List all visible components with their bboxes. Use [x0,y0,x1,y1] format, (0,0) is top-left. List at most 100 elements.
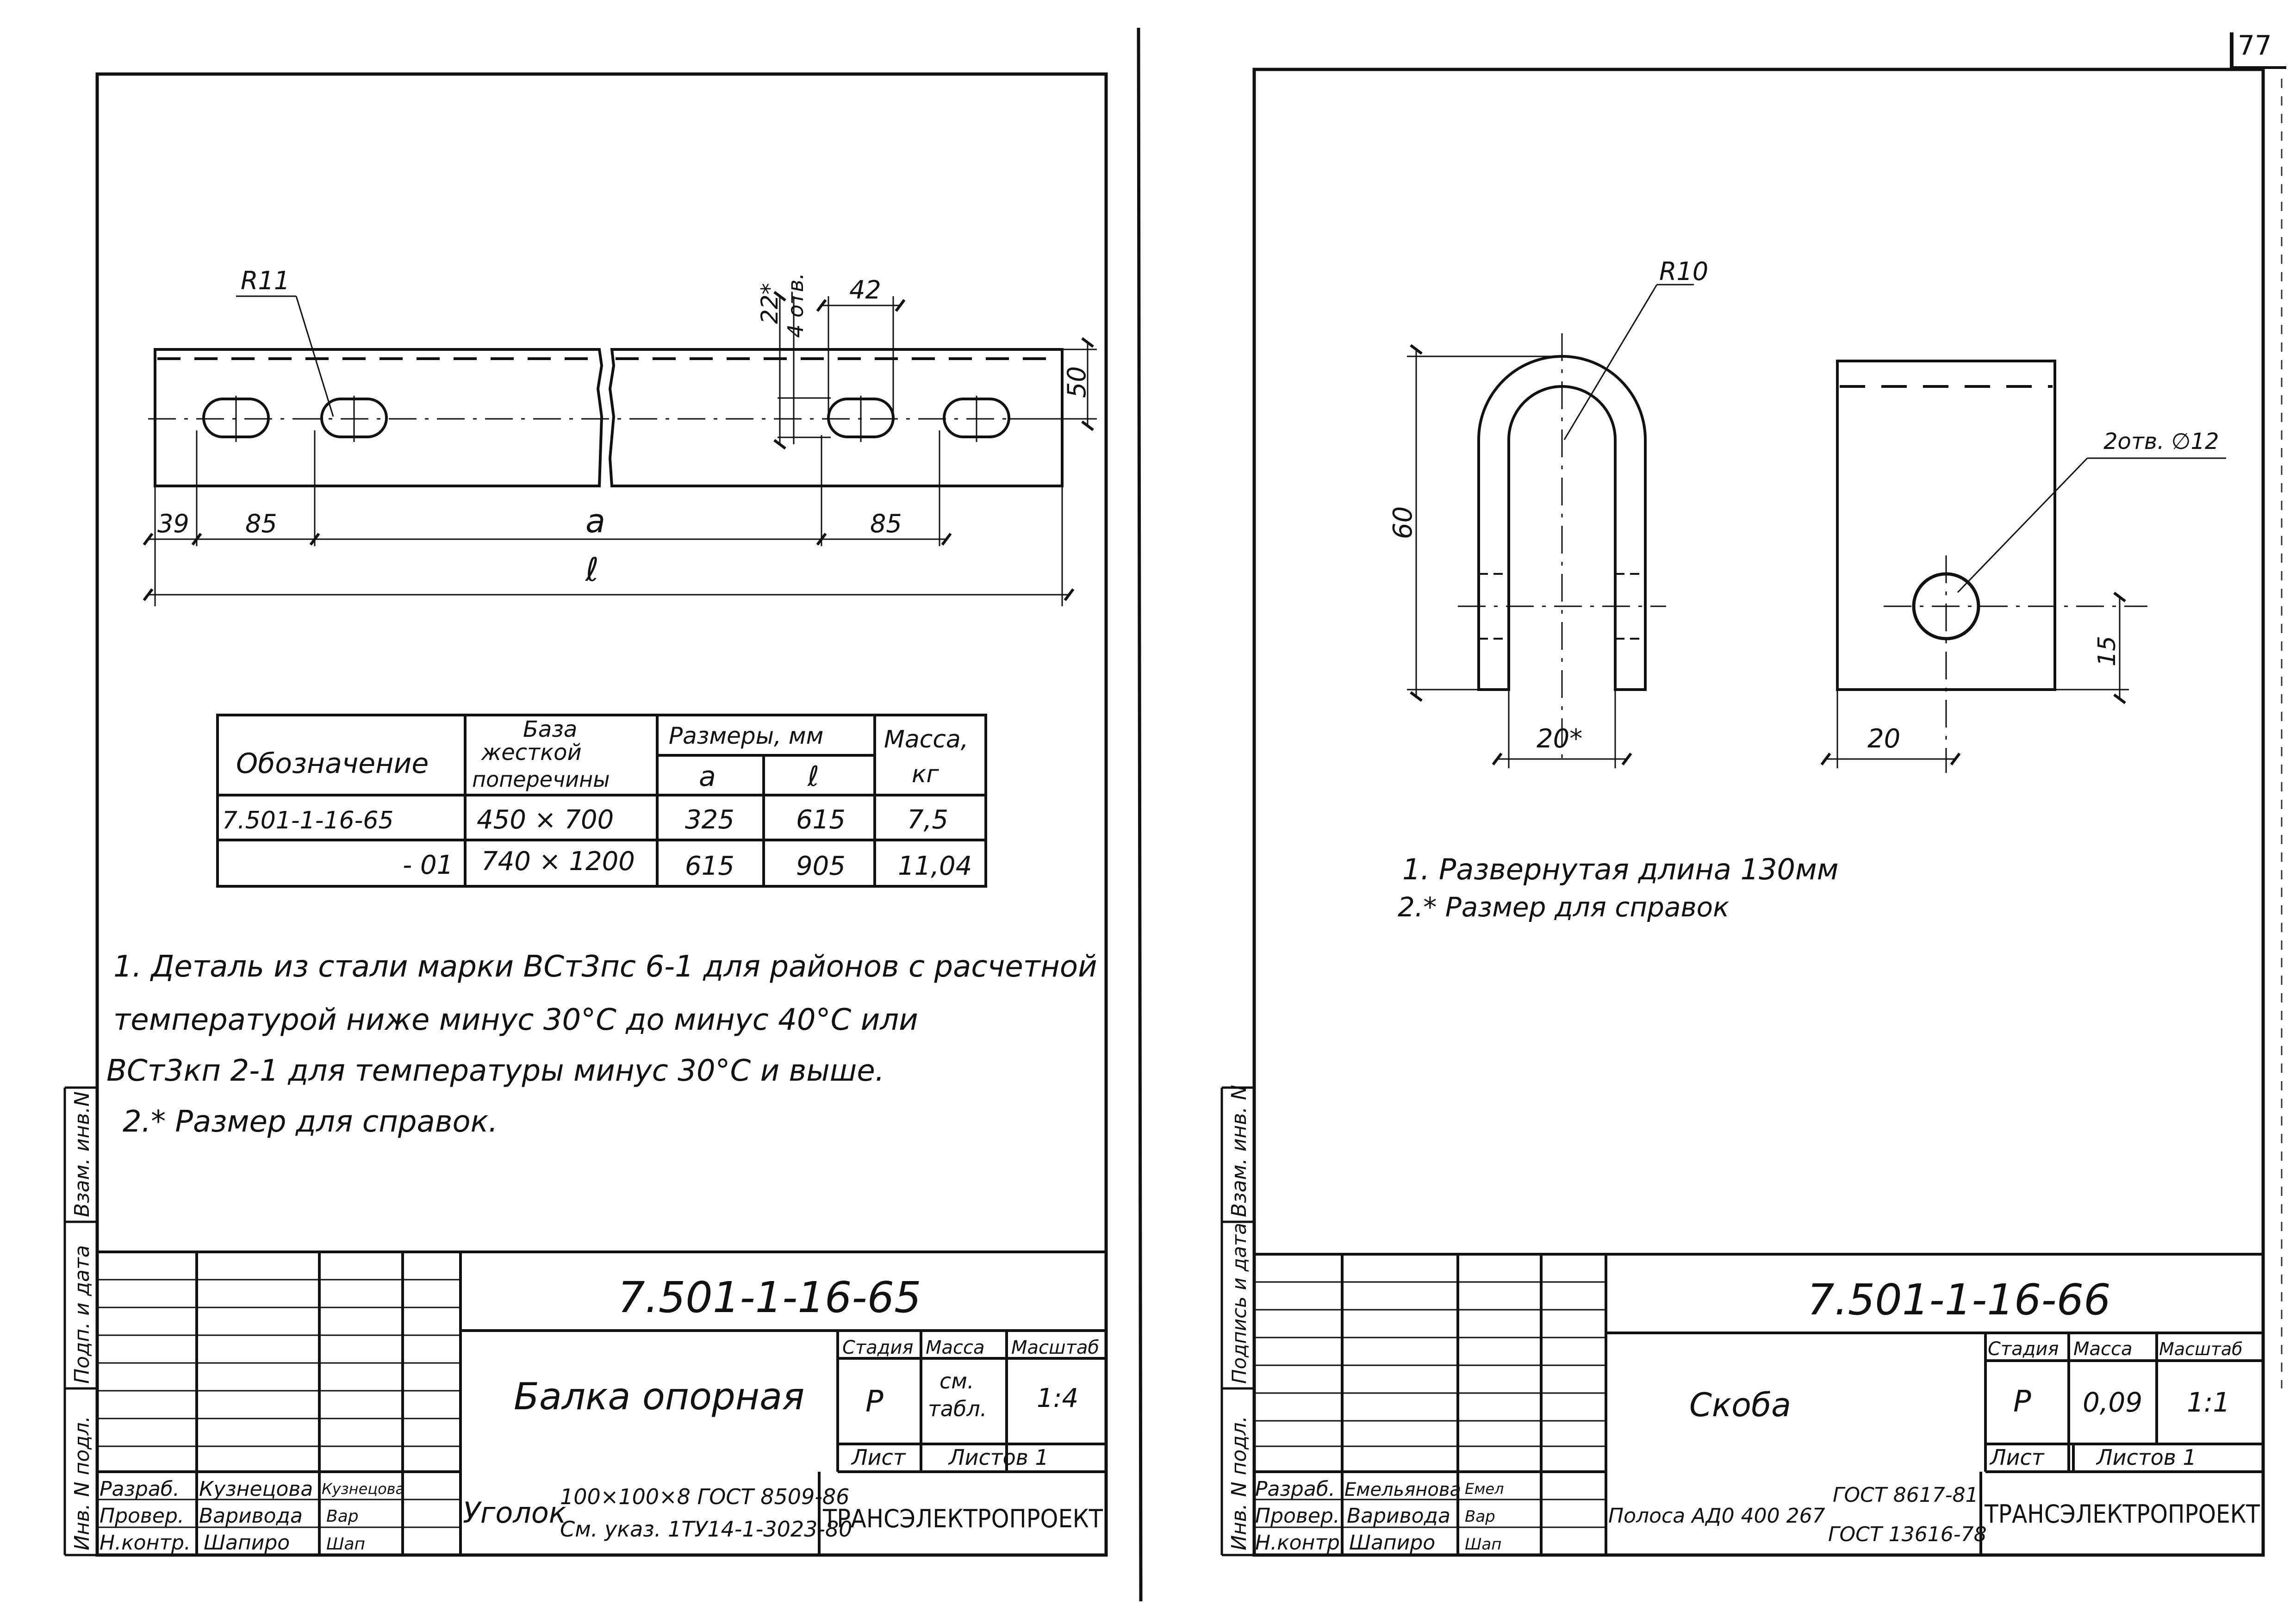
material-bottom: См. указ. 1ТУ14-1-3023-80 [560,1517,852,1542]
cell-l: 905 [796,851,846,881]
side-label-1: Взам. инв. N [1227,1085,1251,1217]
right-sheet: Взам. инв. N Подпись и дата Инв. N подл. [1220,68,2265,1557]
left-side-strip: Взам. инв.N Подп. и дата Инв. N подл. [63,1086,97,1556]
sheet-label: Лист [1989,1445,2045,1470]
side-label-3: Инв. N подл. [1227,1416,1251,1550]
role: Провер. [1255,1504,1340,1528]
dim-60: 60 [1388,506,1418,539]
th-base-1: База [523,716,577,742]
cell-designation: 7.501-1-16-65 [222,807,394,834]
dim-20-ref: 20* [1537,724,1582,754]
signature: Вар [326,1507,359,1526]
stage-value: Р [865,1385,884,1419]
role-row: Провер. Варивода Вар [1255,1504,1495,1528]
beam-dimension-labels: R11 22* 4 отв. 42 50 39 85 a 85 ℓ [157,266,1091,589]
cell-base: 450 × 700 [477,805,614,835]
beam-drawing [143,291,1097,606]
stage-value: Р [2013,1385,2031,1419]
drawing-code: 7.501-1-16-65 [618,1273,921,1322]
side-label-3: Инв. N подл. [70,1416,94,1550]
role-row: Разраб. Емельянова Емел [1255,1477,1504,1501]
dim-l: ℓ [585,551,599,589]
mass-value-1: см. [940,1369,974,1394]
role: Разраб. [1255,1477,1335,1501]
sheets-label: Листов 1 [948,1445,1049,1470]
dim-85-right: 85 [870,509,902,538]
signature: Шап [326,1535,365,1554]
person-name: Шапиро [204,1531,290,1555]
note-line: ВСт3кп 2-1 для температуры минус 30°С и … [106,1054,884,1088]
left-sheet: Взам. инв.N Подп. и дата Инв. N подл. [63,72,1108,1557]
role: Провер. [100,1504,184,1528]
dim-4-holes: 4 отв. [783,273,808,338]
note-line: 1. Деталь из стали марки ВСт3пс 6-1 для … [113,950,1097,984]
signature: Емел [1465,1480,1504,1498]
side-label-2: Подпись и дата [1228,1223,1251,1384]
th-l: ℓ [807,760,819,793]
role-row: Разраб. Кузнецова Кузнецова [100,1477,404,1501]
dim-r10: R10 [1659,257,1708,286]
sheets-label: Листов 1 [2096,1445,2196,1470]
person-name: Шапиро [1349,1531,1435,1555]
material-label: Уголок [463,1496,566,1530]
person-name: Кузнецова [199,1477,313,1501]
signature: Шап [1465,1535,1501,1554]
dim-20: 20 [1867,724,1900,754]
sheet-label: Лист [851,1445,906,1470]
material-top: ГОСТ 8617-81 [1833,1483,1979,1507]
stage-header: Стадия [842,1337,913,1358]
left-title-block: 7.501-1-16-65 Балка опорная Стадия Масса… [97,1251,1106,1555]
mass-value-2: табл. [928,1396,987,1421]
roles-table: Разраб. Кузнецова Кузнецова Провер. Вари… [100,1477,404,1555]
note-line: 2.* Размер для справок. [123,1105,498,1139]
th-designation: Обозначение [236,747,429,780]
dim-85-left: 85 [245,509,277,538]
note-line: 2.* Размер для справок [1398,891,1729,923]
organization: ТРАНСЭЛЕКТРОПРОЕКТ [822,1504,1103,1533]
material-top: 100×100×8 ГОСТ 8509-86 [560,1484,849,1509]
organization: ТРАНСЭЛЕКТРОПРОЕКТ [1984,1500,2260,1529]
scale-value: 1:4 [1037,1383,1078,1413]
dim-a: a [585,502,605,540]
person-name: Емельянова [1344,1479,1461,1500]
note-line: температурой ниже минус 30°С до минус 40… [113,1003,918,1037]
role-row: Н.контр. Шапиро Шап [100,1531,365,1555]
right-notes: 1. Развернутая длина 130мм 2.* Размер дл… [1398,852,1839,923]
role-row: Провер. Варивода Вар [100,1504,359,1528]
th-mass-1: Масса, [884,726,968,753]
mass-header: Масса [2073,1338,2133,1360]
role-row: Н.контр. Шапиро Шап [1255,1531,1501,1555]
th-base-2: жесткой [481,740,582,765]
mass-value: 0,09 [2083,1387,2142,1418]
th-mass-2: кг [912,760,939,788]
note-line: 1. Развернутая длина 130мм [1402,852,1839,886]
dim-42: 42 [849,275,881,305]
role: Разраб. [100,1477,180,1501]
scale-value: 1:1 [2187,1387,2230,1418]
stage-header: Стадия [1988,1338,2059,1360]
page-number: 77 [2238,30,2272,61]
cell-base: 740 × 1200 [481,846,635,877]
right-title-block: 7.501-1-16-66 Скоба Стадия Масса Масштаб… [1254,1253,2263,1555]
right-frame [1252,68,2265,1557]
cell-a: 615 [685,851,734,881]
th-base-3: поперечины [472,767,610,792]
th-a: a [699,760,716,793]
dim-15: 15 [2093,636,2121,666]
cell-mass: 7,5 [907,805,948,835]
dim-holes: 2отв. ∅12 [2103,429,2219,454]
bracket-side-view [1820,360,2226,773]
role: Н.контр. [1255,1531,1346,1555]
left-frame [95,72,1108,1557]
right-side-strip: Взам. инв. N Подпись и дата Инв. N подл. [1220,1085,1254,1556]
scale-header: Масштаб [1011,1337,1099,1358]
cell-mass: 11,04 [898,851,972,881]
dim-39: 39 [157,509,189,538]
role: Н.контр. [100,1531,191,1555]
table-row: - 01 740 × 1200 615 905 11,04 [403,846,972,881]
person-name: Варивода [1347,1504,1450,1528]
material-label: Полоса АД0 400 267 [1608,1504,1825,1528]
table-row: 7.501-1-16-65 450 × 700 325 615 7,5 [222,805,948,835]
side-label-2: Подп. и дата [70,1245,94,1384]
